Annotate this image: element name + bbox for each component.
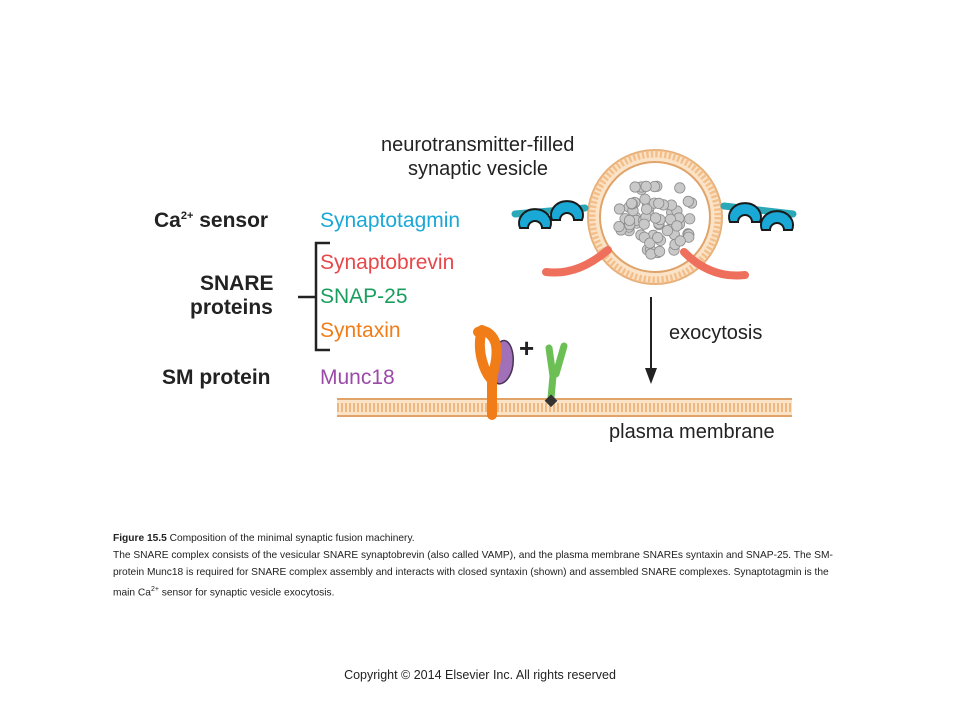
neurotransmitter-molecule	[613, 221, 625, 233]
snap25-shape	[545, 342, 568, 402]
plasma-membrane	[337, 398, 792, 417]
neurotransmitter-molecule	[639, 193, 651, 205]
neurotransmitter-molecule	[649, 212, 662, 224]
munc18-label: Munc18	[320, 366, 395, 389]
synaptobrevin-left	[542, 246, 612, 277]
snare-label-line1: SNARE	[200, 272, 274, 295]
synaptotagmin-label: Synaptotagmin	[320, 209, 461, 232]
neurotransmitter-molecule	[682, 195, 694, 207]
neurotransmitter-molecule	[674, 235, 686, 247]
synaptobrevin-label: Synaptobrevin	[320, 251, 455, 274]
ca-sensor-label: Ca2+ sensor	[154, 209, 269, 232]
neurotransmitter-cluster	[613, 180, 698, 260]
neurotransmitter-molecule	[640, 180, 652, 192]
neurotransmitter-molecule	[638, 218, 650, 230]
exocytosis-arrow	[645, 297, 657, 384]
figure-number: Figure 15.5	[113, 533, 167, 544]
copyright-notice: Copyright © 2014 Elsevier Inc. All right…	[344, 668, 616, 682]
exocytosis-label: exocytosis	[669, 322, 763, 344]
neurotransmitter-molecule	[623, 214, 636, 226]
plasma-membrane-label: plasma membrane	[609, 421, 775, 443]
snare-bracket	[298, 241, 330, 352]
neurotransmitter-molecule	[629, 181, 641, 193]
snare-label-line2: proteins	[190, 296, 273, 319]
vesicle-label-line1: neurotransmitter-filled	[381, 134, 575, 156]
neurotransmitter-molecule	[671, 220, 683, 232]
figure-title: Composition of the minimal synaptic fusi…	[166, 533, 415, 544]
syntaxin-habc	[474, 325, 497, 385]
neurotransmitter-molecule	[674, 182, 686, 194]
syntaxin-label: Syntaxin	[320, 319, 401, 342]
caption-body: The SNARE complex consists of the vesicu…	[113, 550, 833, 599]
sm-protein-label: SM protein	[162, 366, 271, 389]
synaptobrevin-right	[680, 248, 749, 280]
neurotransmitter-molecule	[661, 225, 674, 237]
vesicle-label-line2: synaptic vesicle	[408, 158, 549, 180]
neurotransmitter-molecule	[652, 231, 664, 244]
snap25-label: SNAP-25	[320, 285, 408, 308]
caption-title: Figure 15.5 Composition of the minimal s…	[113, 530, 853, 547]
neurotransmitter-molecule	[625, 197, 638, 209]
fusion-machinery-diagram: +	[298, 149, 797, 420]
synaptotagmin-c2-domains	[518, 200, 794, 231]
neurotransmitter-molecule	[644, 237, 656, 249]
figure-caption: Figure 15.5 Composition of the minimal s…	[113, 530, 853, 601]
neurotransmitter-molecule	[653, 197, 665, 209]
plus-sign: +	[519, 333, 534, 363]
neurotransmitter-molecule	[653, 245, 666, 257]
neurotransmitter-molecule	[640, 203, 653, 215]
neurotransmitter-molecule	[613, 203, 626, 215]
neurotransmitter-molecule	[684, 213, 696, 225]
